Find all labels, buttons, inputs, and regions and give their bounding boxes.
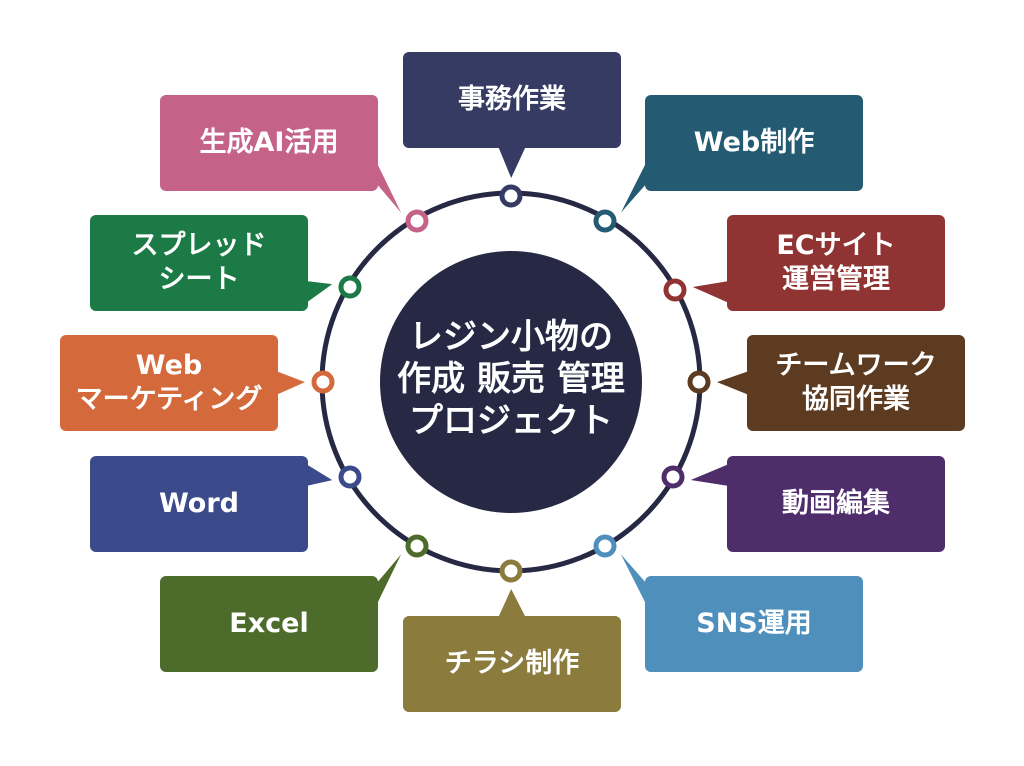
callout-box-jimu: 事務作業 <box>403 52 621 148</box>
callout-box-sheet: スプレッドシート <box>90 215 308 311</box>
callout-box-ec: ECサイト運営管理 <box>727 215 945 311</box>
callout-tail-chirashi <box>498 588 526 618</box>
callout-tail-sheet <box>306 281 333 303</box>
callout-label-sheet-1: スプレッド <box>131 230 267 261</box>
callout-label-excel-1: Excel <box>229 608 309 639</box>
center-disc <box>380 251 642 513</box>
ring-dot-team <box>687 370 711 394</box>
ring-dot-word <box>338 465 362 489</box>
callout-label-sheet-2: シート <box>158 264 240 295</box>
callout-box-douga: 動画編集 <box>727 456 945 552</box>
callout-label-webmkt-2: マーケティング <box>75 384 263 415</box>
ring-dot-sns <box>593 534 617 558</box>
callout-label-team-1: チームワーク <box>775 350 937 381</box>
ring-dot-douga <box>661 465 685 489</box>
ring-dot-sheet <box>338 275 362 299</box>
callout-box-ai: 生成AI活用 <box>160 95 378 191</box>
callout-box-web: Web制作 <box>645 95 863 191</box>
ring-dot-webmkt <box>311 370 335 394</box>
callout-tail-team <box>716 371 749 395</box>
ring-dot-ec <box>663 278 687 302</box>
callout-label-jimu-1: 事務作業 <box>458 84 566 115</box>
callout-label-douga-1: 動画編集 <box>782 488 890 519</box>
ring-dot-ai <box>405 209 429 233</box>
callout-tail-douga <box>690 464 729 486</box>
callout-box-word: Word <box>90 456 308 552</box>
callout-label-ai-1: 生成AI活用 <box>199 127 339 158</box>
ring-dots <box>311 184 711 583</box>
callout-tail-ai <box>376 161 402 213</box>
callout-label-chirashi-1: チラシ制作 <box>444 648 580 679</box>
callout-tail-excel <box>376 554 402 606</box>
callout-label-web-1: Web制作 <box>693 127 815 158</box>
ring-dot-chirashi <box>499 559 523 583</box>
callout-label-webmkt-1: Web <box>135 350 203 381</box>
ring-dot-excel <box>405 534 429 558</box>
callout-tail-jimu <box>498 146 526 179</box>
callout-tail-sns <box>620 554 647 606</box>
callout-label-word-1: Word <box>158 488 239 519</box>
callout-box-team: チームワーク協同作業 <box>747 335 965 431</box>
callout-tail-webmkt <box>276 371 306 395</box>
callout-tail-word <box>306 464 333 486</box>
callout-tails <box>276 146 749 618</box>
ring-dot-jimu <box>499 184 523 208</box>
callout-label-sns-1: SNS運用 <box>696 608 812 639</box>
callout-box-sns: SNS運用 <box>645 576 863 672</box>
callout-label-ec-1: ECサイト <box>776 230 896 261</box>
callout-box-chirashi: チラシ制作 <box>403 616 621 712</box>
callout-tail-web <box>620 161 647 213</box>
callout-label-ec-2: 運営管理 <box>782 264 890 295</box>
callout-tail-ec <box>692 281 729 303</box>
callout-box-excel: Excel <box>160 576 378 672</box>
ring-dot-web <box>593 209 617 233</box>
callout-label-team-2: 協同作業 <box>802 384 910 415</box>
